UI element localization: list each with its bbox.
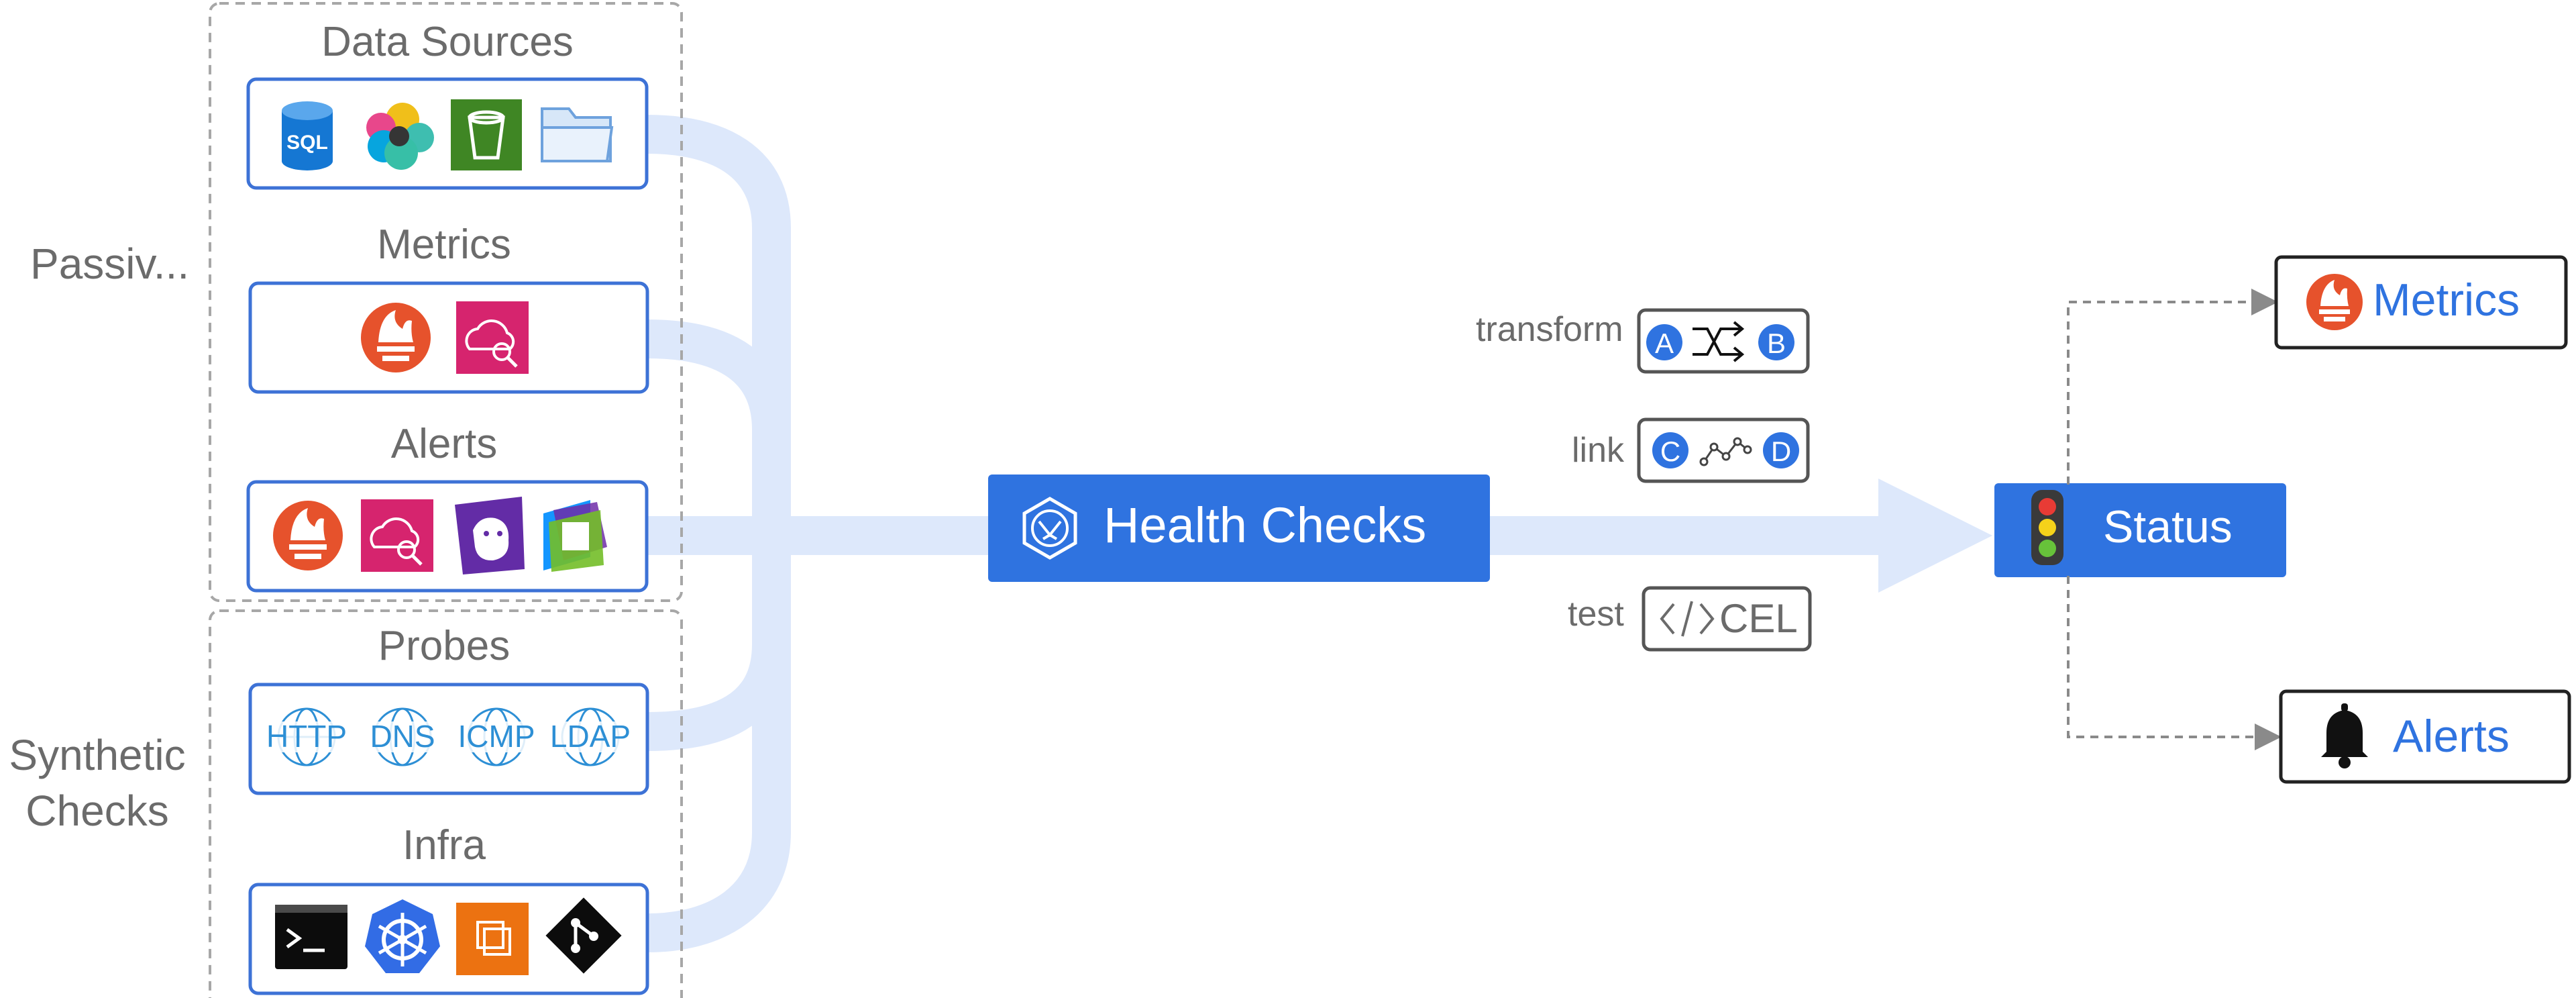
test-box: CEL — [1642, 586, 1812, 652]
icmp-probe-label: ICMP — [458, 719, 535, 754]
graph-link-icon — [1699, 437, 1752, 466]
status-label: Status — [2103, 501, 2233, 552]
bell-icon — [2321, 703, 2368, 768]
http-probe-icon: HTTP — [265, 707, 348, 766]
cloudwatch-icon — [456, 301, 529, 374]
alerts-title: Alerts — [391, 421, 497, 467]
alerts-output-label: Alerts — [2393, 711, 2510, 762]
dns-probe-label: DNS — [370, 719, 435, 754]
shuffle-icon — [1693, 321, 1745, 362]
metrics-output-box[interactable]: Metrics — [2274, 255, 2568, 350]
infra-box — [248, 883, 649, 995]
prometheus-icon — [273, 501, 343, 570]
dns-probe-icon: DNS — [368, 707, 437, 766]
transform-label: transform — [1476, 310, 1623, 349]
health-checks-label: Health Checks — [1104, 497, 1426, 553]
link-from: C — [1660, 436, 1680, 467]
cel-text: CEL — [1719, 596, 1798, 641]
transform-to: B — [1767, 328, 1786, 359]
metrics-title: Metrics — [377, 221, 511, 268]
status-node[interactable]: Status — [1994, 483, 2286, 577]
synthetic-group-label: Synthetic — [9, 731, 185, 779]
alerts-output-box[interactable]: Alerts — [2279, 689, 2571, 784]
metrics-output-label: Metrics — [2373, 275, 2520, 326]
test-label: test — [1568, 595, 1624, 634]
s3-bucket-icon — [451, 99, 522, 170]
dynatrace-icon — [543, 500, 607, 572]
link-to: D — [1771, 436, 1791, 467]
flow-paths — [628, 115, 1898, 952]
code-icon — [1660, 601, 1715, 637]
http-probe-label: HTTP — [266, 719, 347, 754]
sql-database-icon: SQL — [282, 101, 333, 170]
sql-icon-text: SQL — [286, 132, 328, 154]
aws-ec2-icon — [456, 903, 529, 975]
passive-group-label: Passiv... — [30, 240, 189, 288]
flow-data-sources — [628, 115, 791, 556]
probes-title: Probes — [378, 623, 510, 669]
ldap-probe-label: LDAP — [550, 719, 631, 754]
link-box: C D — [1637, 417, 1810, 483]
traffic-light-icon — [2031, 490, 2063, 565]
kubernetes-icon — [365, 899, 440, 973]
connector-to-metrics — [2067, 289, 2278, 485]
icmp-probe-icon: ICMP — [451, 707, 542, 766]
transform-from: A — [1655, 328, 1674, 359]
flow-arrowhead — [1878, 479, 1992, 593]
flow-metrics — [628, 319, 791, 556]
flow-infra — [628, 517, 791, 952]
alerts-box — [246, 480, 649, 593]
probes-box: HTTP DNS ICMP LDAP — [248, 683, 649, 795]
prometheus-icon — [361, 303, 431, 372]
synthetic-group-box — [209, 609, 683, 998]
output-connectors — [2067, 289, 2282, 750]
ldap-probe-icon: LDAP — [545, 707, 636, 766]
health-checks-logo-icon — [1022, 497, 1077, 560]
link-label: link — [1572, 431, 1625, 470]
synthetic-group-label-line2: Checks — [25, 787, 168, 835]
data-sources-box: SQL — [246, 77, 649, 190]
connector-to-alerts — [2067, 576, 2282, 750]
datadog-icon — [455, 497, 525, 575]
health-checks-node[interactable]: Health Checks — [988, 475, 1490, 582]
infra-title: Infra — [402, 822, 486, 868]
folder-icon — [541, 107, 614, 162]
passive-group-box — [209, 2, 683, 602]
cloudwatch-icon — [361, 499, 433, 572]
data-sources-title: Data Sources — [321, 19, 574, 65]
elasticsearch-icon — [366, 103, 434, 170]
transform-box: A B — [1637, 308, 1810, 374]
prometheus-icon — [2306, 274, 2363, 330]
metrics-box — [248, 281, 649, 394]
terminal-icon — [275, 905, 347, 969]
